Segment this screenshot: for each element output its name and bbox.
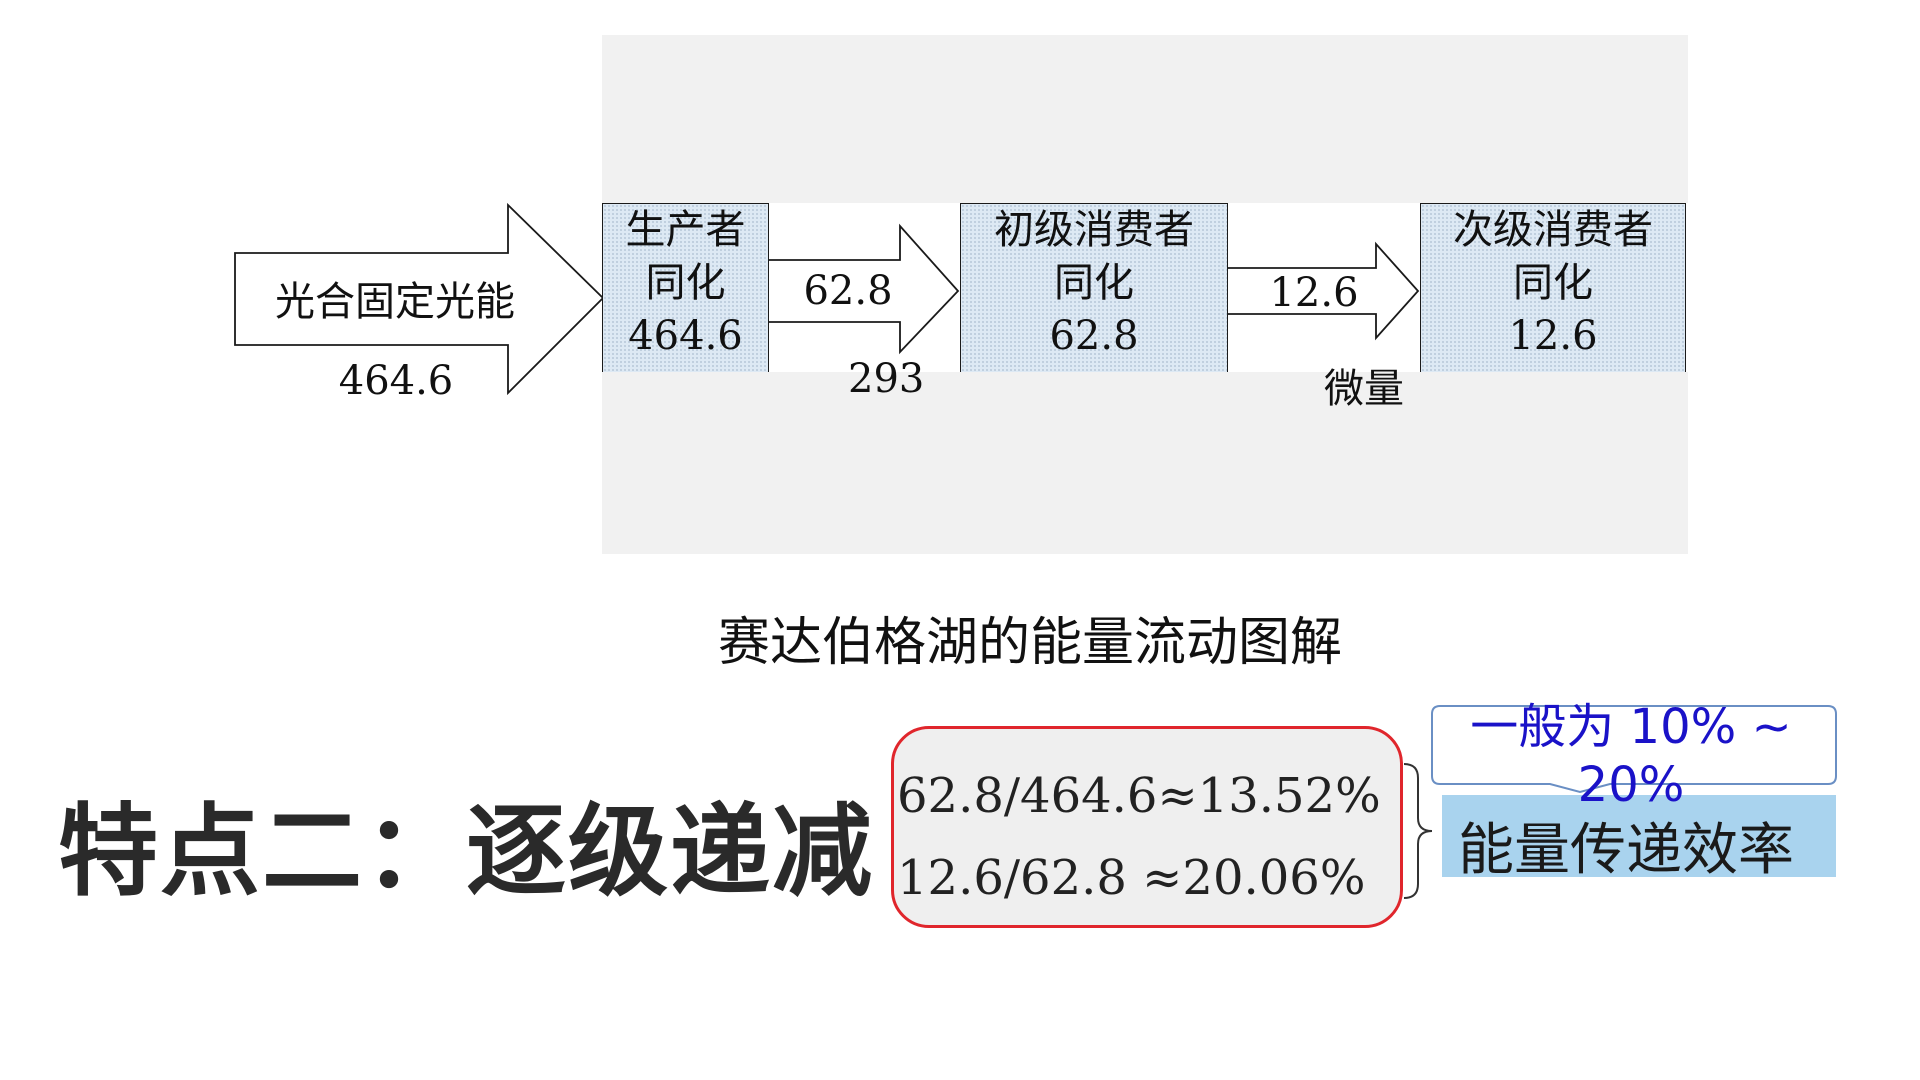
callout-text: 一般为 10% ~ 20% — [1470, 699, 1792, 813]
primary-consumer-line2: 同化 — [1054, 260, 1134, 306]
calculation-line-1: 62.8/464.6≈13.52% — [897, 768, 1381, 824]
partial-label-2-clip: 微量 — [1310, 348, 1420, 412]
result-box — [1442, 795, 1836, 877]
callout-bubble — [1431, 705, 1837, 794]
secondary-consumer-line1: 次级消费者 — [1453, 207, 1653, 253]
flow-arrows — [234, 202, 1688, 412]
primary-consumer-node: 初级消费者 同化 62.8 — [960, 203, 1228, 372]
producer-line1: 生产者 — [625, 207, 746, 253]
secondary-consumer-value: 12.6 — [1508, 313, 1598, 359]
producer-line2: 同化 — [645, 260, 726, 306]
input-arrow — [234, 202, 605, 396]
result-label: 能量传递效率 — [1458, 818, 1794, 883]
secondary-consumer-line2: 同化 — [1513, 260, 1593, 306]
partial-label-1: 293 — [848, 356, 925, 402]
input-arrow-value: 464.6 — [338, 358, 454, 404]
input-arrow-label: 光合固定光能 — [275, 279, 515, 325]
calculation-line-2: 12.6/62.8 ≈20.06% — [897, 850, 1366, 906]
primary-consumer-value: 62.8 — [1049, 313, 1139, 359]
partial-label-1-clip: 293 — [820, 348, 940, 402]
diagram-caption: 赛达伯格湖的能量流动图解 — [718, 613, 1343, 673]
secondary-consumer-node: 次级消费者 同化 12.6 — [1420, 203, 1686, 372]
flow-1-value: 62.8 — [803, 268, 893, 314]
diagram-panel-top — [602, 35, 1688, 203]
flow-arrow-2 — [1225, 241, 1420, 341]
producer-value: 464.6 — [628, 313, 743, 359]
producer-node: 生产者 同化 464.6 — [602, 203, 769, 372]
flow-2-value: 12.6 — [1269, 270, 1359, 316]
partial-label-2: 微量 — [1324, 366, 1404, 412]
brace-icon — [1403, 763, 1433, 899]
primary-consumer-line1: 初级消费者 — [994, 207, 1194, 253]
calculation-box — [891, 726, 1403, 928]
page-heading: 特点二：逐级递减 — [58, 793, 874, 910]
flow-arrow-1 — [767, 223, 960, 355]
